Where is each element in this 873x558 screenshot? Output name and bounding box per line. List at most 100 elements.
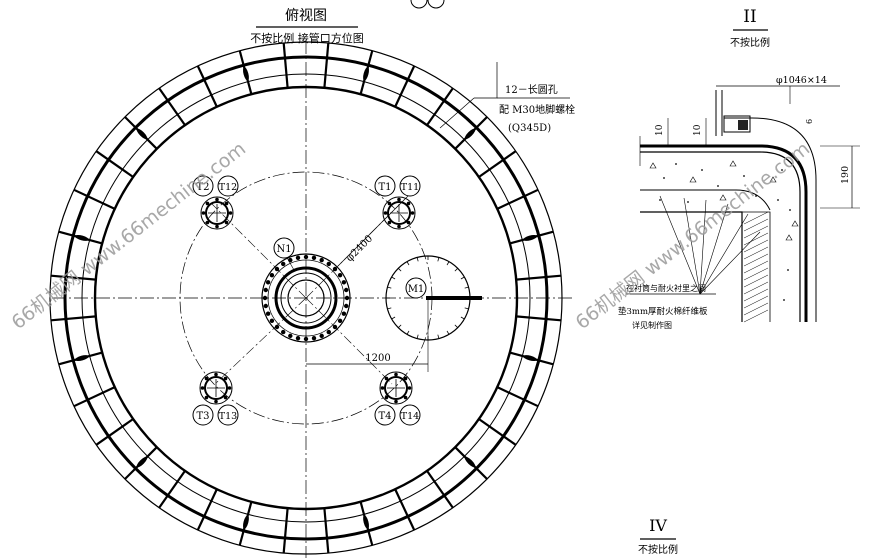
- refractory-hatching: [743, 211, 769, 323]
- nozzle-n1-flange: [261, 253, 351, 343]
- ring-segment-line: [426, 87, 454, 126]
- dim-10-b: 10: [693, 124, 703, 136]
- flange-bolt: [332, 324, 338, 330]
- label-t14: T14: [401, 411, 419, 422]
- ring-segment-line: [323, 42, 330, 88]
- bolt-note-line3: (Q345D): [508, 123, 551, 134]
- flange-bolt: [288, 257, 293, 263]
- label-t11: T11: [401, 182, 419, 193]
- manhole-m1: [385, 255, 482, 341]
- anchor-bolt-slots: [75, 67, 537, 529]
- detail-ii-roman: II: [743, 7, 756, 27]
- nozzle-t3-t13: T3 T13: [192, 371, 239, 426]
- flange-bolt: [281, 329, 286, 335]
- ring-segment-line: [50, 315, 96, 322]
- flange-bolt: [295, 255, 301, 260]
- nozzle-t1-t11: T1 T11: [374, 175, 421, 230]
- flange-bolt: [341, 311, 347, 316]
- anchor-slot: [243, 67, 249, 81]
- flange-bolt: [288, 333, 293, 339]
- top-view-header: 俯视图 不按比例 接管口方位图: [250, 0, 445, 45]
- flange-bolt: [265, 311, 271, 316]
- ring-segment-line: [516, 315, 562, 322]
- flange-bolt: [265, 280, 271, 285]
- detail-ii: II 不按比例 10 10 φ1046×14 6 190: [618, 7, 860, 330]
- detail-ii-note-3: 详见制作图: [632, 320, 672, 330]
- ring-segment-line: [95, 418, 134, 446]
- flange-bolt: [337, 318, 343, 323]
- anchor-slot: [136, 456, 148, 468]
- detail-iv: IV 不按比例: [638, 516, 678, 556]
- flange-bolt: [303, 336, 309, 342]
- watermark-right: 66机械网 www.66mechine.com: [572, 138, 815, 334]
- nozzle-t4-t14: T4 T14: [374, 371, 421, 426]
- flange-bolt: [332, 266, 338, 272]
- detail-iv-roman: IV: [649, 516, 667, 535]
- flange-bolt: [319, 257, 324, 263]
- ring-segment-line: [158, 87, 186, 126]
- flange-bolt: [262, 295, 268, 301]
- ring-segment-line: [323, 508, 330, 554]
- flange-bolt: [269, 318, 275, 323]
- top-view-title: 俯视图: [285, 8, 327, 24]
- flange-bolt: [344, 295, 350, 301]
- flange-bolt: [344, 287, 349, 293]
- anchor-slot: [75, 355, 89, 361]
- anchor-slot: [464, 456, 476, 468]
- anchor-slot: [523, 235, 537, 241]
- anchor-slot: [136, 128, 148, 140]
- nozzle-t2-t12: T2 T12: [192, 175, 239, 230]
- detail-iv-scale: 不按比例: [638, 543, 678, 556]
- watermark-left: 66机械网 www.66mechine.com: [8, 138, 251, 334]
- flange-bolt: [269, 273, 275, 278]
- label-t13: T13: [219, 411, 237, 422]
- detail-ii-note-1: 在衬筒与耐火衬里之间: [626, 283, 706, 293]
- label-t12: T12: [219, 182, 237, 193]
- label-n1: N1: [276, 244, 291, 255]
- bolt-note-line2: 配 M30地脚螺栓: [499, 103, 575, 116]
- ring-segment-line: [50, 274, 96, 281]
- detail-ii-scale: 不按比例: [730, 36, 770, 49]
- ring-segment-line: [158, 470, 186, 509]
- ring-segment-line: [478, 150, 517, 178]
- flange-bolt: [311, 336, 317, 341]
- bolt-note-line1: 12－长圆孔: [505, 84, 558, 96]
- flange-bolt: [274, 324, 280, 330]
- anchor-slot: [75, 235, 89, 241]
- label-t3: T3: [196, 411, 209, 422]
- label-t2: T2: [196, 182, 209, 193]
- dim-1200: 1200: [365, 353, 390, 364]
- anchor-slot: [464, 128, 476, 140]
- dim-phi-1046: φ1046×14: [776, 75, 827, 86]
- flange-bolt: [303, 254, 309, 260]
- ring-segment-line: [282, 42, 289, 88]
- dim-6: 6: [805, 119, 814, 124]
- label-t1: T1: [378, 182, 391, 193]
- flange-bolt: [319, 333, 324, 339]
- ring-segment-line: [394, 488, 416, 531]
- flange-bolt: [326, 261, 331, 267]
- ring-segment-line: [478, 418, 517, 446]
- detail-ii-note-2: 垫3mm厚耐火棉纤维板: [618, 306, 708, 317]
- ring-segment-line: [516, 274, 562, 281]
- ring-segment-line: [496, 386, 539, 408]
- flange-bolt: [281, 261, 286, 267]
- ring-segment-line: [73, 188, 116, 210]
- dim-phi-2400: φ2400: [344, 233, 375, 264]
- anchor-slot: [523, 355, 537, 361]
- label-t4: T4: [378, 411, 391, 422]
- flange-bolt: [263, 287, 268, 293]
- top-view-subtitle: 不按比例 接管口方位图: [250, 31, 364, 45]
- dim-10-a: 10: [655, 124, 665, 136]
- ring-segment-line: [196, 488, 218, 531]
- anchor-slot: [243, 515, 249, 529]
- ring-segment-line: [282, 508, 289, 554]
- anchor-slot: [363, 67, 369, 81]
- flange-bolt: [274, 266, 280, 272]
- flange-bolt: [344, 303, 349, 309]
- castable-dots: [649, 160, 799, 301]
- ring-segment-line: [496, 188, 539, 210]
- ring-segment-line: [426, 470, 454, 509]
- dim-190: 190: [840, 166, 851, 184]
